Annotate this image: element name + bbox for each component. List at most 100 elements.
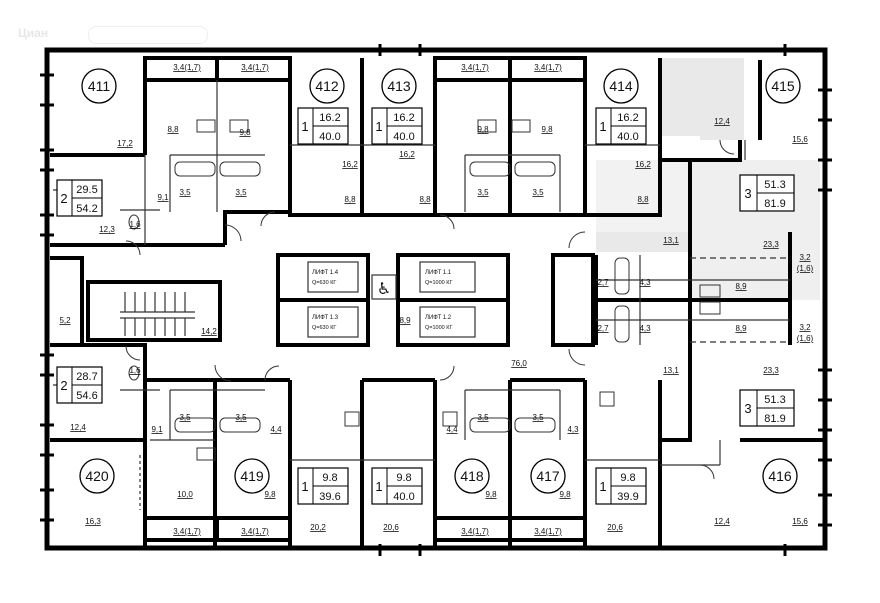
svg-text:1: 1 [599, 119, 606, 134]
room-area-label: (1,6) [797, 334, 814, 343]
svg-text:412: 412 [315, 78, 339, 94]
room-area-label: 4,4 [270, 425, 282, 434]
svg-text:40.0: 40.0 [393, 131, 414, 143]
svg-text:40.0: 40.0 [617, 131, 638, 143]
room-area-label: 17,2 [117, 139, 133, 148]
room-area-label: 13,1 [663, 366, 679, 375]
room-area-label: 3,4(1,7) [461, 63, 489, 72]
unit-info-left-top: 2 29.5 54.2 [56, 179, 103, 217]
shaded-zones [596, 58, 820, 300]
svg-text:1: 1 [301, 119, 308, 134]
svg-text:417: 417 [536, 468, 560, 484]
room-area-label: 16,3 [85, 517, 101, 526]
svg-text:9.8: 9.8 [322, 472, 337, 484]
room-area-label: 9,8 [264, 490, 276, 499]
svg-text:81.9: 81.9 [764, 413, 785, 425]
room-area-label: 4,3 [639, 324, 651, 333]
room-area-label: 3,4(1,7) [241, 527, 269, 536]
lift-1-3-capacity: Q=630 КГ [312, 325, 336, 331]
unit-info-418: 1 9.8 40.0 [371, 467, 423, 505]
room-area-label: 20,6 [607, 523, 623, 532]
svg-text:411: 411 [88, 78, 111, 94]
svg-text:1: 1 [375, 119, 382, 134]
svg-text:29.5: 29.5 [76, 184, 97, 196]
unit-info-413: 1 16.2 40.0 [371, 107, 423, 145]
room-area-label: 3,5 [235, 188, 247, 197]
room-area-label: 12,3 [99, 225, 115, 234]
room-area-label: 15,6 [792, 135, 808, 144]
room-area-label: 8,8 [419, 195, 431, 204]
room-area-label: 9,8 [239, 128, 251, 137]
unit-420-label: 420 [79, 458, 115, 494]
room-area-label: 3,2 [799, 323, 811, 332]
svg-text:2: 2 [60, 378, 67, 393]
room-area-label: 2,7 [597, 324, 609, 333]
svg-text:1: 1 [375, 479, 382, 494]
wheelchair-icon: ♿ [377, 281, 391, 298]
watermark-box [88, 26, 208, 44]
room-area-label: 76,0 [511, 359, 527, 368]
unit-info-414: 1 16.2 40.0 [595, 107, 647, 145]
unit-412-label: 412 [309, 68, 345, 104]
watermark: Циан [18, 26, 208, 46]
room-area-label: 3,5 [477, 413, 489, 422]
svg-text:51.3: 51.3 [764, 394, 785, 406]
room-area-label: 12,4 [714, 117, 730, 126]
room-area-label: 1,6 [129, 366, 141, 375]
room-area-label: 3,5 [179, 413, 191, 422]
room-area-label: 20,2 [310, 523, 326, 532]
unit-info-412: 1 16.2 40.0 [297, 107, 349, 145]
lift-1-2-capacity: Q=1000 КГ [425, 325, 452, 331]
svg-text:418: 418 [460, 468, 484, 484]
svg-text:419: 419 [240, 468, 264, 484]
svg-text:51.3: 51.3 [764, 179, 785, 191]
svg-text:9.8: 9.8 [396, 472, 411, 484]
svg-text:420: 420 [85, 468, 109, 484]
room-area-label: 9,8 [485, 490, 497, 499]
unit-info-419: 1 9.8 39.6 [297, 467, 349, 505]
unit-info-416: 3 51.3 81.9 [739, 389, 795, 427]
unit-411-label: 411 [81, 68, 117, 104]
svg-text:40.0: 40.0 [393, 491, 414, 503]
svg-text:39.6: 39.6 [319, 491, 340, 503]
lift-1-3-name: ЛИФТ 1.3 [312, 315, 339, 321]
room-area-label: 3,5 [532, 188, 544, 197]
room-area-label: 8,8 [637, 195, 649, 204]
svg-text:2: 2 [60, 191, 67, 206]
room-area-label: 9,1 [157, 193, 169, 202]
room-area-label: 3,4(1,7) [173, 63, 201, 72]
lift-1-4-capacity: Q=630 КГ [312, 280, 336, 286]
unit-414-label: 414 [603, 68, 639, 104]
room-area-label: 9,8 [559, 490, 571, 499]
svg-text:3: 3 [744, 186, 751, 201]
room-area-label: 10,0 [177, 490, 193, 499]
room-area-label: 3,4(1,7) [173, 527, 201, 536]
room-area-label: 8,9 [735, 324, 747, 333]
svg-text:16.2: 16.2 [393, 112, 414, 124]
door-swings [125, 139, 735, 480]
room-area-label: 3,2 [799, 253, 811, 262]
svg-text:16.2: 16.2 [319, 112, 340, 124]
room-area-label: 3,4(1,7) [461, 527, 489, 536]
room-area-label: 2,7 [597, 278, 609, 287]
lift-1-4-name: ЛИФТ 1.4 [312, 270, 339, 276]
unit-413-label: 413 [381, 68, 417, 104]
room-area-label: 1,6 [129, 220, 141, 229]
room-area-label: 4,3 [639, 278, 651, 287]
svg-text:81.9: 81.9 [764, 198, 785, 210]
svg-text:415: 415 [771, 78, 795, 94]
svg-text:54.6: 54.6 [76, 390, 97, 402]
window-ticks [40, 44, 832, 556]
lift-1-1-name: ЛИФТ 1.1 [425, 270, 452, 276]
svg-text:1: 1 [301, 479, 308, 494]
svg-text:413: 413 [387, 78, 411, 94]
svg-text:416: 416 [768, 468, 792, 484]
room-area-label: 3,4(1,7) [241, 63, 269, 72]
room-area-label: 3,4(1,7) [534, 527, 562, 536]
svg-text:39.9: 39.9 [617, 491, 638, 503]
svg-text:3: 3 [744, 401, 751, 416]
unit-info-417: 1 9.8 39.9 [595, 467, 647, 505]
room-area-label: 3,5 [179, 188, 191, 197]
room-area-label: 23,3 [763, 240, 779, 249]
